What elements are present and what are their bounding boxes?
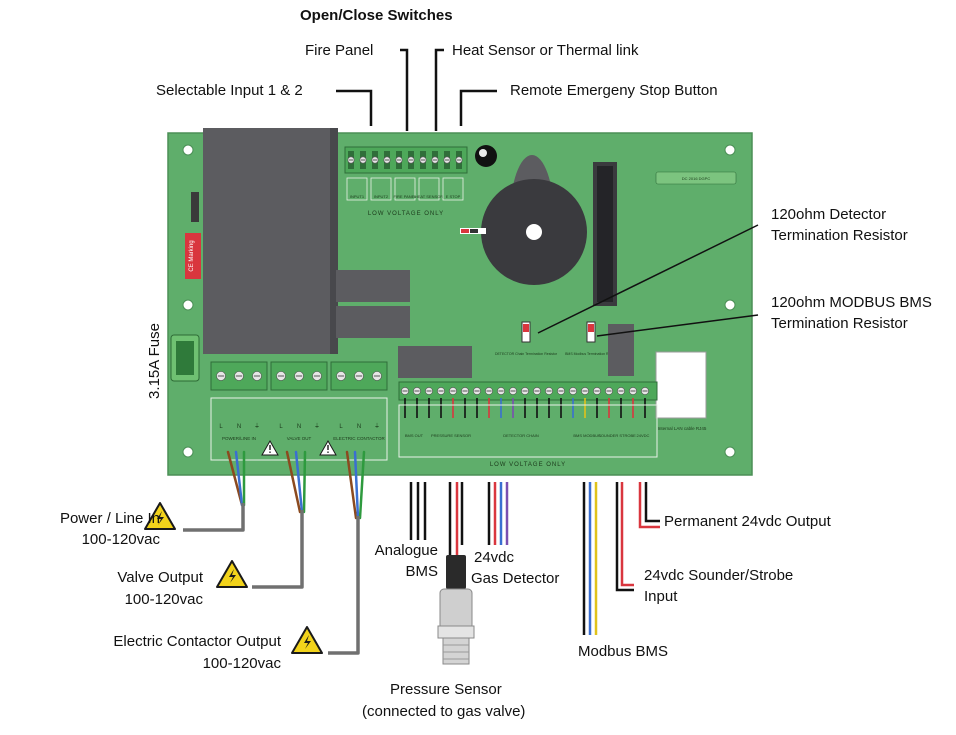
low-group-label: BMS MODBUS <box>573 433 601 438</box>
power-line-label-1: Power / Line In <box>59 510 160 527</box>
low-voltage-terminals <box>401 387 649 418</box>
ce-marking-text: CE Marking <box>189 240 195 271</box>
input-terminals <box>347 151 463 169</box>
modbus-bms-label: Modbus BMS <box>578 643 669 660</box>
low-group-label: SOUNDER STROBE <box>598 433 636 438</box>
selectable-input-label: Selectable Input 1 & 2 <box>156 82 303 99</box>
mains-pin-label: L <box>339 424 343 430</box>
mains-pin-label: L <box>279 424 283 430</box>
contactor-output-label-1: Electric Contactor Output <box>113 633 281 650</box>
low-group-label: DETECTOR CHAIN <box>503 433 539 438</box>
sounder-strobe-label-1: 24vdc Sounder/Strobe <box>644 567 794 584</box>
mains-pin-label: ⏚ <box>314 423 320 430</box>
low-voltage-groups: BMS OUT PRESSURE SENSOR DETECTOR CHAIN BMS … <box>405 433 650 438</box>
mains-group-label: VALVE OUT <box>287 436 312 441</box>
fire-panel-label: Fire Panel <box>305 42 374 59</box>
mains-wires <box>226 450 366 520</box>
low-voltage-top: LOW VOLTAGE ONLY <box>368 211 444 217</box>
low-group-label: PRESSURE SENSOR <box>431 433 471 438</box>
analogue-bms-label-1: Analogue <box>374 542 438 559</box>
detector-resistor-label-1: 120ohm Detector <box>771 206 887 223</box>
mains-pin-label: N <box>357 424 361 430</box>
input-label-text: INPUT1 <box>350 194 365 199</box>
input-label-text: FIRE PANEL <box>393 194 417 199</box>
fuse-label: 3.15A Fuse <box>145 323 163 399</box>
low-group-label: BMS OUT <box>405 433 424 438</box>
detector-resistor-label-2: Termination Resistor <box>771 227 908 244</box>
permanent-24vdc-label: Permanent 24vdc Output <box>664 513 831 530</box>
valve-output-label-1: Valve Output <box>117 569 203 586</box>
mains-pin-label: N <box>237 424 241 430</box>
pressure-sensor-label-2: (connected to gas valve) <box>362 703 526 720</box>
lan-label: Internal LAN cable RJ45 <box>658 426 707 431</box>
input-label-text: E STOP <box>446 194 461 199</box>
gas-detector-label-2: Gas Detector <box>471 570 560 587</box>
pressure-sensor-label-1: Pressure Sensor <box>390 681 502 698</box>
heat-sensor-label: Heat Sensor or Thermal link <box>452 42 639 59</box>
mains-pin-label: N <box>297 424 301 430</box>
input-label-text: HEAT SENSOR <box>415 194 443 199</box>
mains-group-label: POWER/LINE IN <box>222 436 256 441</box>
modbus-resistor-label-1: 120ohm MODBUS BMS <box>771 294 932 311</box>
modbus-term-small: BMS Modbus Termination Resistor <box>565 352 620 356</box>
power-line-label-2: 100-120vac <box>81 531 160 548</box>
low-voltage-bottom: LOW VOLTAGE ONLY <box>490 462 566 468</box>
mains-cables <box>183 503 360 655</box>
contactor-output-label-2: 100-120vac <box>202 655 281 672</box>
detector-term-small: DETECTOR Chain Termination Resistor <box>495 352 558 356</box>
sounder-strobe-label-2: Input <box>644 588 678 605</box>
mains-pin-label: L <box>219 424 223 430</box>
warning-triangle-icon <box>216 560 248 588</box>
warning-triangle-icon <box>291 626 323 654</box>
modbus-resistor-label-2: Termination Resistor <box>771 315 908 332</box>
low-voltage-wires <box>409 482 660 635</box>
pressure-sensor <box>437 555 475 665</box>
mains-group-label: ELECTRIC CONTACTOR <box>333 436 385 441</box>
mains-pin-label: ⏚ <box>254 423 260 430</box>
callout-lines <box>336 48 759 337</box>
mains-pin-label: ⏚ <box>374 423 380 430</box>
mains-terminals: L N ⏚ POWER/LINE IN L N ⏚ VALVE OUT L N ⏚ ELECTRIC … <box>216 371 386 441</box>
svg-text:DC 2016 DGPC: DC 2016 DGPC <box>682 176 711 181</box>
remote-stop-label: Remote Emergeny Stop Button <box>510 82 718 99</box>
gas-detector-label-1: 24vdc <box>474 549 515 566</box>
analogue-bms-label-2: BMS <box>405 563 438 580</box>
low-group-label: 24VDC <box>637 433 650 438</box>
input-label-text: INPUT2 <box>374 194 389 199</box>
valve-output-label-2: 100-120vac <box>124 591 203 608</box>
switches-title: Open/Close Switches <box>300 7 453 24</box>
